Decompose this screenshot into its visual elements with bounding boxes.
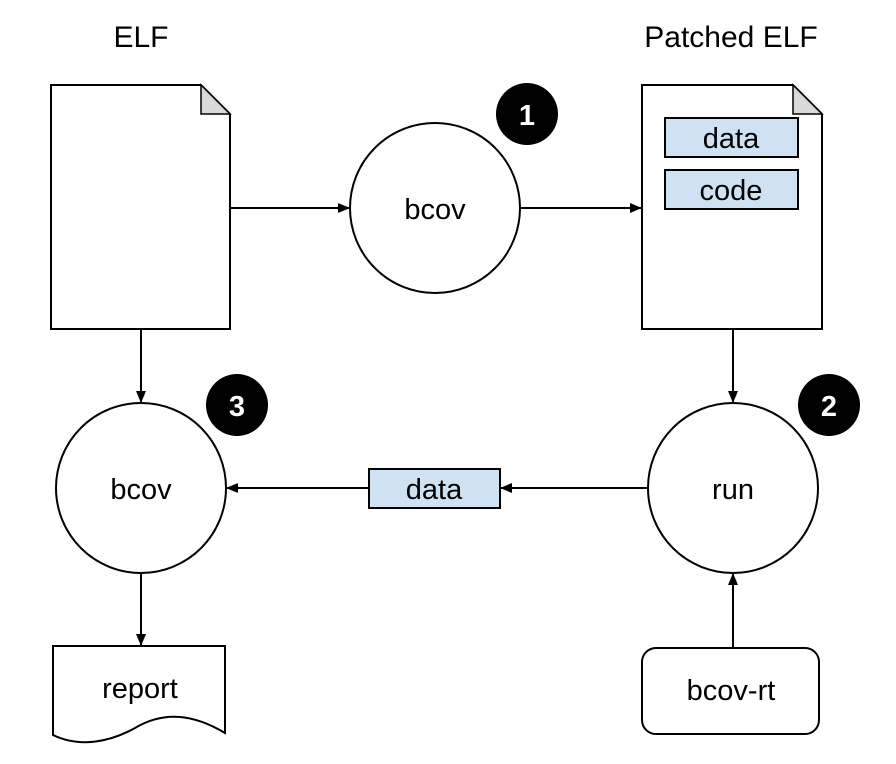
bcov-top-label: bcov [404, 194, 466, 226]
step-1-label: 1 [519, 100, 535, 132]
patched-data-label: data [703, 123, 760, 155]
bcov-rt-box [641, 647, 820, 735]
patched-data-section [664, 117, 799, 158]
patched-elf-title: Patched ELF [644, 21, 817, 54]
run-label: run [712, 474, 754, 506]
patched-code-label: code [700, 175, 763, 207]
step-3-label: 3 [229, 391, 245, 423]
report-document [52, 645, 226, 744]
step-3-badge [206, 374, 268, 436]
patched-code-section [664, 169, 799, 210]
flow-data-label: data [406, 474, 463, 506]
elf-document [50, 83, 232, 330]
step-1-badge [496, 83, 558, 145]
step-2-label: 2 [821, 391, 837, 423]
bcov-bottom-label: bcov [110, 474, 172, 506]
bcov-rt-label: bcov-rt [687, 675, 776, 707]
report-label: report [102, 673, 178, 705]
step-2-badge [798, 374, 860, 436]
elf-title: ELF [113, 21, 168, 54]
